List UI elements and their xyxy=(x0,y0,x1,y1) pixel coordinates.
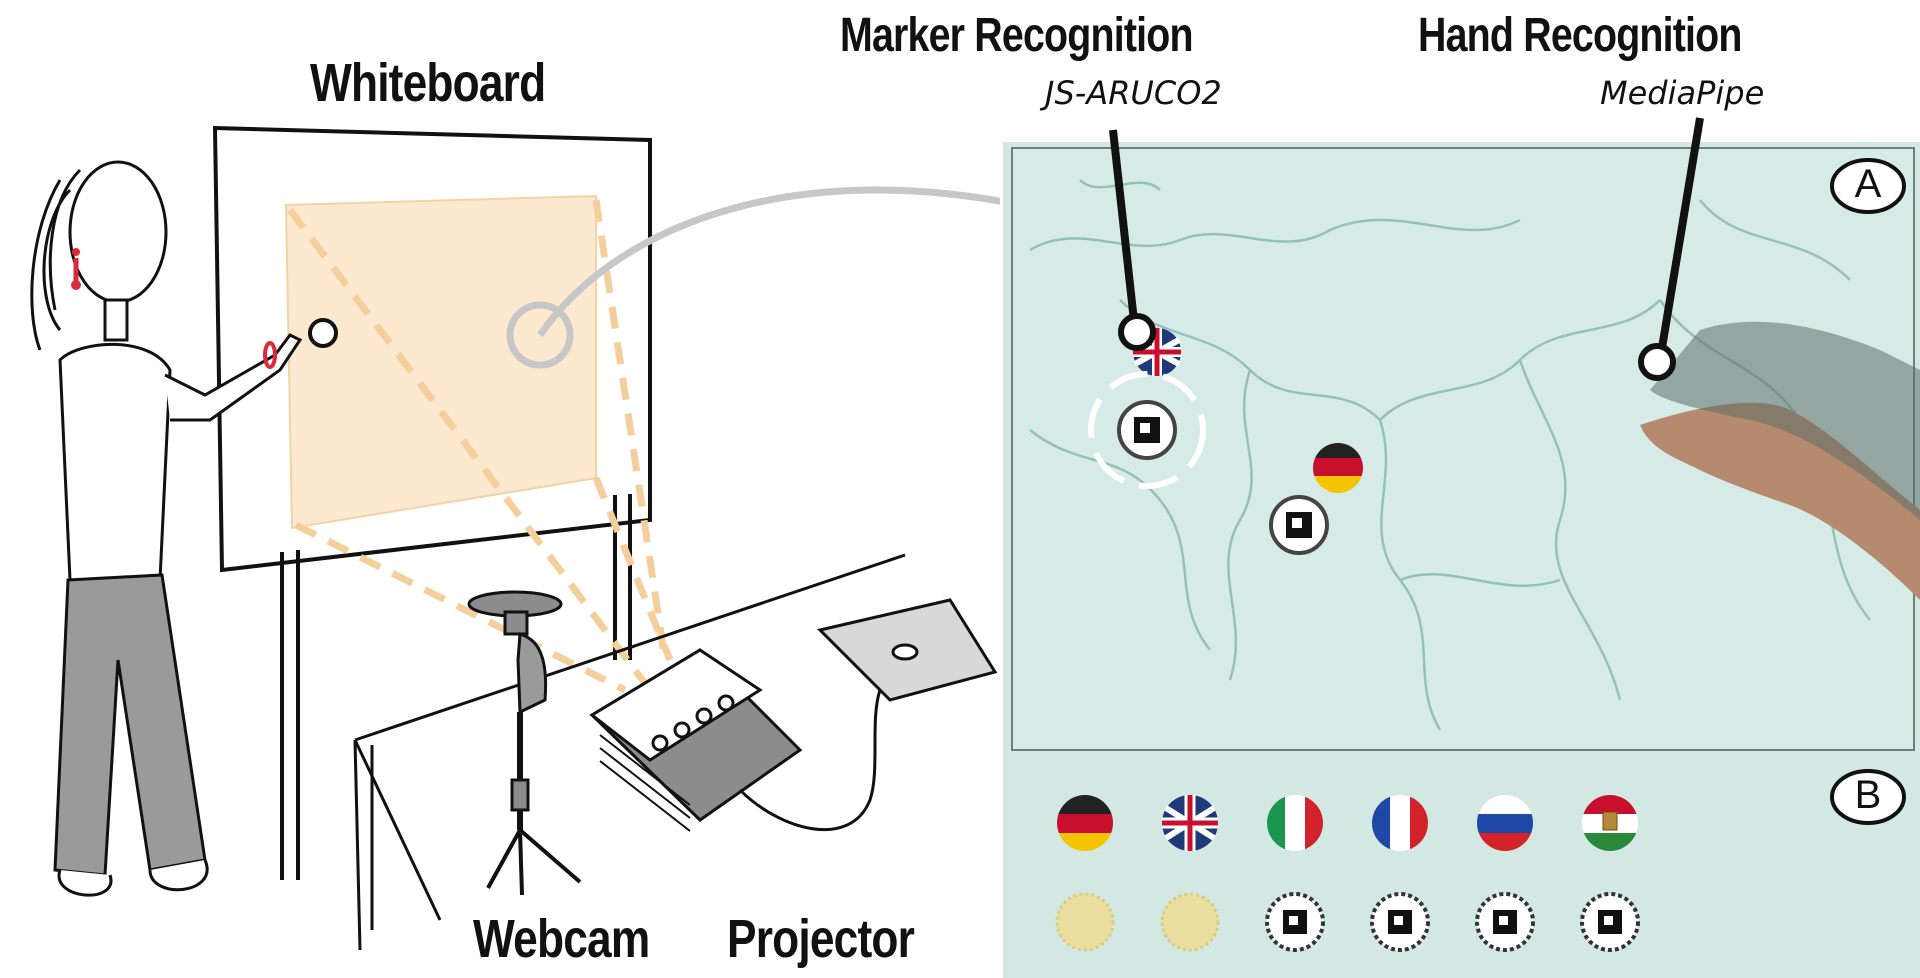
setup-illustration xyxy=(30,125,1000,951)
palette-flag-uk xyxy=(1162,795,1218,851)
hand-recognition-label: Hand Recognition xyxy=(1418,9,1742,62)
marker-library-label: JS-ARUCO2 xyxy=(1045,74,1222,112)
whiteboard-label: Whiteboard xyxy=(310,53,546,113)
marker-recognition-label: Marker Recognition xyxy=(840,9,1193,62)
marker-slots xyxy=(1055,892,1640,952)
palette-flags xyxy=(1057,795,1638,851)
hand-library-label: MediaPipe xyxy=(1600,74,1765,112)
desk-drawing xyxy=(353,553,906,951)
palette-flag-hungary xyxy=(1582,795,1638,851)
person-drawing xyxy=(30,160,338,897)
projection-beams xyxy=(287,199,674,694)
map-borders xyxy=(1029,179,1871,731)
palette-flag-france xyxy=(1372,795,1428,851)
palette-flag-russia xyxy=(1477,795,1533,851)
map-flag-uk xyxy=(1133,328,1181,376)
palette-flag-italy xyxy=(1267,795,1323,851)
filled-slot xyxy=(1475,892,1535,952)
filled-slot xyxy=(1370,892,1430,952)
connector-line xyxy=(537,186,1000,338)
empty-slot xyxy=(1160,892,1220,952)
focus-ring xyxy=(506,301,574,369)
filled-slot xyxy=(1265,892,1325,952)
webcam-label: Webcam xyxy=(473,909,650,969)
badge-b: B xyxy=(1854,773,1882,817)
filled-slot xyxy=(1580,892,1640,952)
map-marker-1 xyxy=(1088,371,1206,489)
projector-label: Projector xyxy=(727,909,915,969)
projector-drawing xyxy=(589,648,882,832)
marker-pointer xyxy=(1109,129,1156,351)
empty-slot xyxy=(1055,892,1115,952)
map-flag-germany xyxy=(1313,443,1363,493)
webcam-drawing xyxy=(467,590,582,896)
badge-a: A xyxy=(1854,162,1882,206)
control-pad-drawing xyxy=(817,598,998,702)
map-marker-2 xyxy=(1269,495,1329,555)
hand-photo xyxy=(1640,402,1920,600)
whiteboard-drawing xyxy=(212,125,652,880)
palette-flag-germany xyxy=(1057,795,1113,851)
hand-pointer xyxy=(1638,117,1704,381)
map-panel xyxy=(1011,147,1915,751)
